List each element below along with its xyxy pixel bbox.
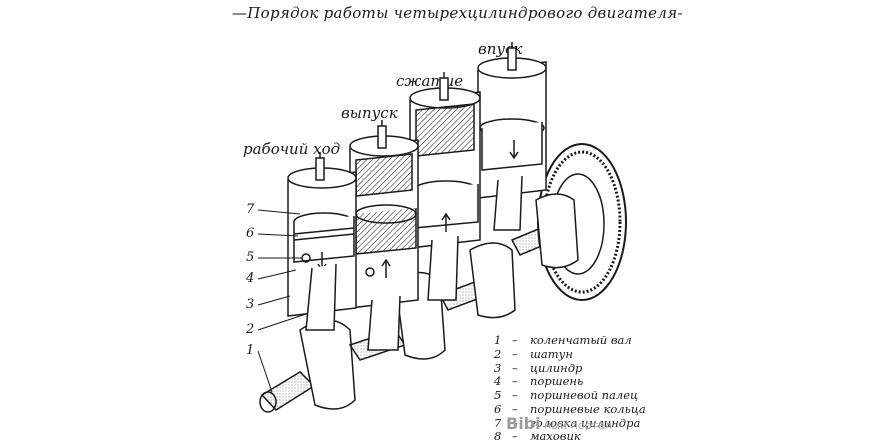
legend-item: 7–головка цилиндра	[494, 415, 641, 430]
callout-4: 4	[246, 271, 255, 286]
callout-2: 2	[246, 322, 255, 337]
callout-leaders	[257, 209, 307, 393]
callout-6: 6	[246, 226, 255, 241]
watermark-text: ный портал	[544, 419, 612, 432]
callout-7: 7	[246, 202, 255, 217]
legend-item: 5–поршневой палец	[494, 388, 639, 403]
stroke-label-exhaust: выпуск	[341, 104, 398, 122]
legend-item: 1–коленчатый вал	[494, 332, 632, 347]
watermark-brand: Bibi	[506, 414, 541, 433]
cylinder-1-power	[287, 152, 357, 331]
parts-legend: 1–коленчатый вал 2–шатун 3–цилиндр 4–пор…	[494, 332, 646, 444]
callout-1: 1	[246, 343, 255, 358]
legend-item: 8–маховик	[494, 429, 581, 444]
cylinder-2-exhaust	[349, 120, 419, 351]
stroke-label-power: рабочий ход	[243, 140, 341, 158]
diagram-title: —Порядок работы четырехцилиндрового двиг…	[232, 4, 683, 22]
legend-item: 3–цилиндр	[494, 360, 583, 375]
legend-item: 2–шатун	[494, 346, 573, 361]
watermark: Bibi ный портал	[506, 414, 612, 433]
legend-item: 6–поршневые кольца	[494, 401, 646, 416]
callout-3: 3	[246, 297, 255, 312]
cylinder-4-intake	[477, 42, 547, 231]
cylinder-3-compression	[409, 72, 481, 301]
legend-item: 4–поршень	[494, 374, 584, 389]
callout-5: 5	[246, 250, 255, 265]
